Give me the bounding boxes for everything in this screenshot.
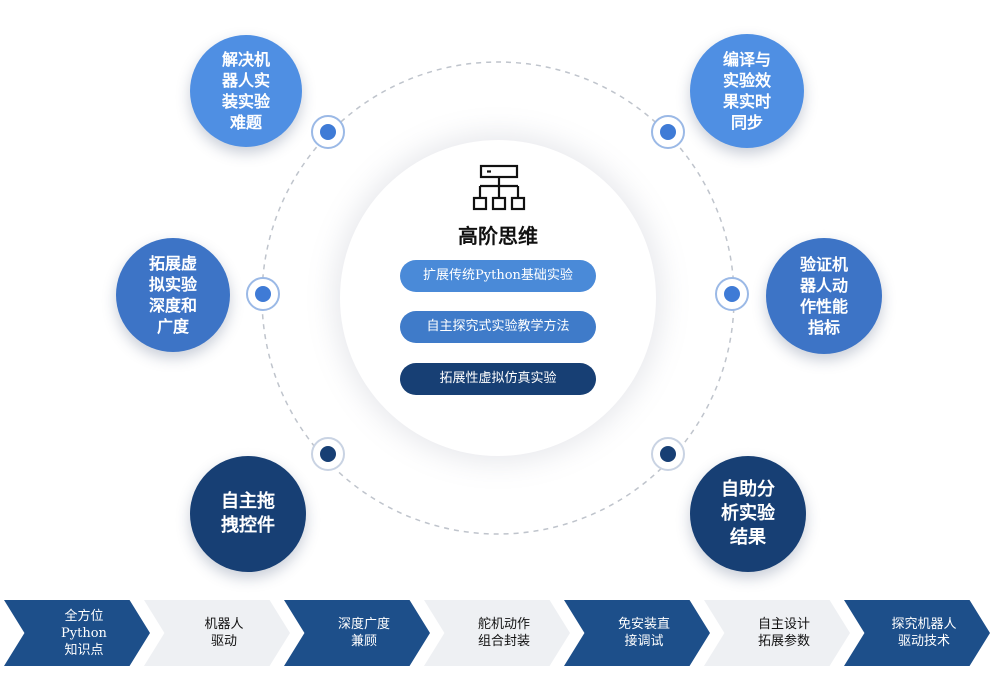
step-6: 自主设计 拓展参数 (704, 600, 850, 666)
orbit-node-top-left (311, 115, 345, 149)
bubble-bottom-left: 自主拖 拽控件 (190, 456, 306, 572)
step-7: 探究机器人 驱动技术 (844, 600, 990, 666)
orbit-node-bottom-left (311, 437, 345, 471)
bubble-mid-left: 拓展虚 拟实验 深度和 广度 (116, 238, 230, 352)
step-4: 舵机动作 组合封装 (424, 600, 570, 666)
center-item-2: 自主探究式实验教学方法 (400, 311, 596, 343)
step-5: 免安装直 接调试 (564, 600, 710, 666)
center-item-1: 扩展传统Python基础实验 (400, 260, 596, 292)
center-title: 高阶思维 (458, 224, 538, 248)
bubble-mid-right: 验证机 器人动 作性能 指标 (766, 238, 882, 354)
bubble-top-left: 解决机 器人实 装实验 难题 (190, 35, 302, 147)
step-2: 机器人 驱动 (144, 600, 290, 666)
center-circle: 高阶思维 扩展传统Python基础实验 自主探究式实验教学方法 拓展性虚拟仿真实… (340, 140, 656, 456)
bubble-bottom-right: 自助分 析实验 结果 (690, 456, 806, 572)
step-1: 全方位 Python 知识点 (4, 600, 150, 666)
orbit-node-mid-right (715, 277, 749, 311)
bubble-top-right: 编译与 实验效 果实时 同步 (690, 34, 804, 148)
orbit-node-mid-left (246, 277, 280, 311)
step-3: 深度广度 兼顾 (284, 600, 430, 666)
center-item-3: 拓展性虚拟仿真实验 (400, 363, 596, 395)
orbit-node-bottom-right (651, 437, 685, 471)
orbit-node-top-right (651, 115, 685, 149)
org-chart-icon (472, 164, 526, 211)
